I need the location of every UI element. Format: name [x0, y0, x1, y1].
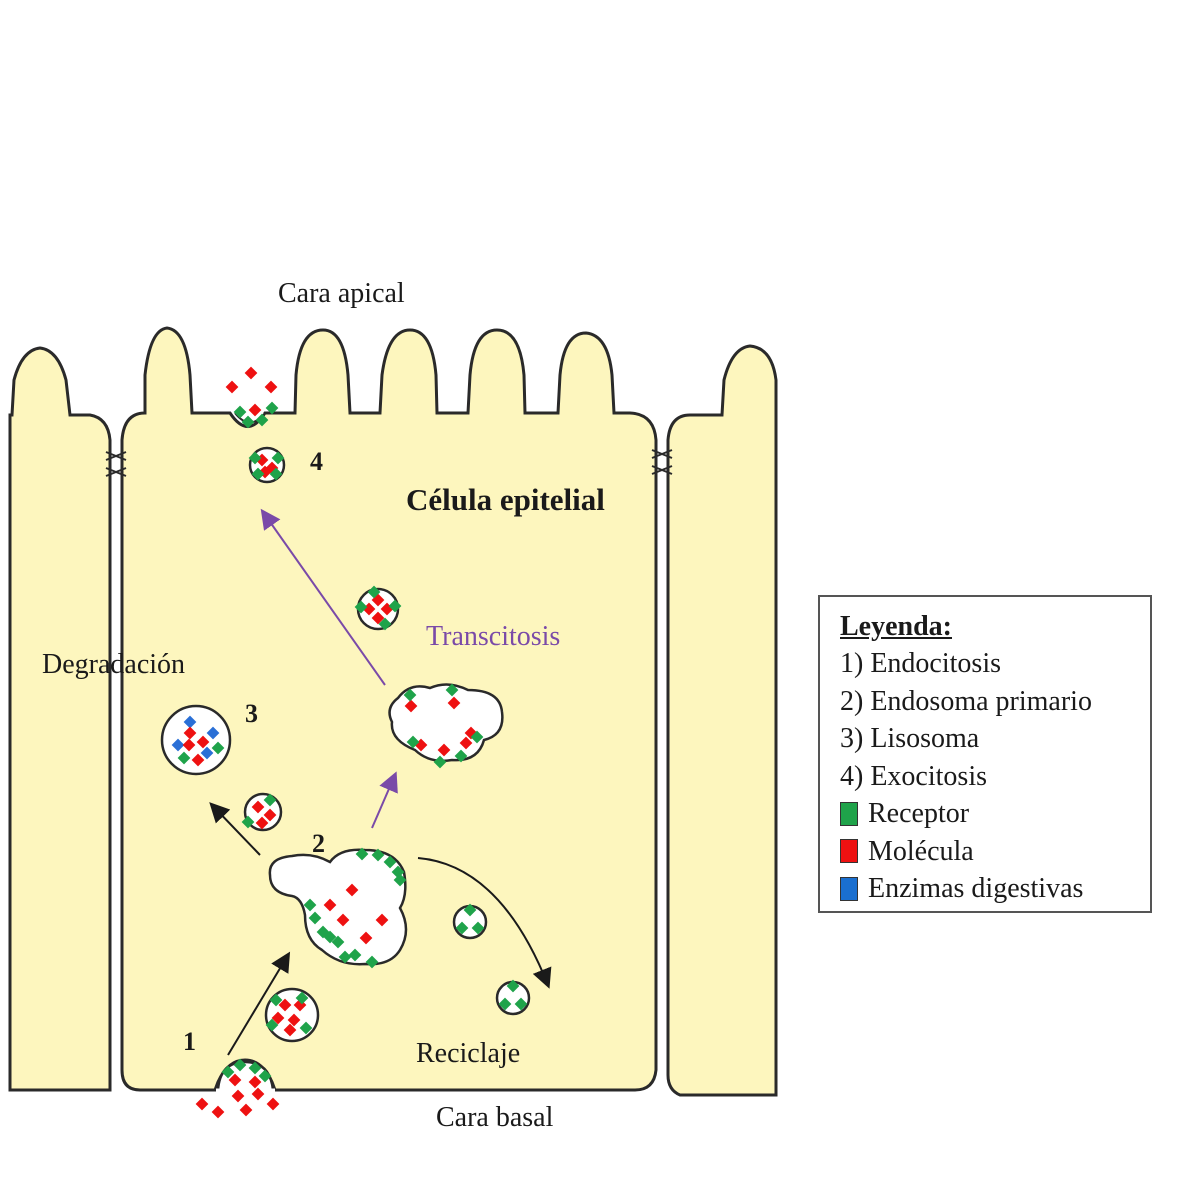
right-neighbor-cell	[666, 344, 778, 1097]
molecule-dot	[248, 403, 262, 417]
legend-label: Lisosoma	[870, 723, 980, 754]
molecule-dot	[211, 1105, 225, 1119]
recycling-arrow	[417, 857, 552, 989]
receptor-dot	[233, 405, 247, 419]
legend-swatch-item: Molécula	[840, 833, 1150, 871]
receptor-dot	[269, 467, 283, 481]
enzyme-swatch	[840, 876, 858, 901]
legend-swatch-item: Receptor	[840, 795, 1150, 833]
molecule-dot	[239, 1103, 253, 1117]
left-neighbor-cell	[8, 346, 112, 1092]
recycling-label: Reciclaje	[416, 1038, 520, 1069]
molecule-swatch	[840, 839, 858, 864]
receptor-dot	[265, 401, 279, 415]
tight-junction-right	[651, 449, 673, 475]
molecule-dot	[266, 1097, 280, 1111]
legend-item: 3) Lisosoma	[840, 720, 1150, 758]
primary-endosome	[268, 848, 408, 966]
molecule-dot	[231, 1089, 245, 1103]
degradation-arrow	[209, 802, 261, 856]
endocytosis-arrow	[227, 951, 291, 1056]
legend-label: Endocitosis	[870, 648, 1001, 679]
receptor-dot	[255, 413, 269, 427]
legend-marker: 4)	[840, 760, 864, 792]
receptor-dot	[251, 467, 265, 481]
legend-box: Leyenda: 1) Endocitosis 2) Endosoma prim…	[818, 595, 1152, 913]
legend-marker: 2)	[840, 685, 864, 717]
step-3-label: 3	[245, 699, 258, 728]
molecule-dot	[195, 1097, 209, 1111]
legend-item: 4) Exocitosis	[840, 758, 1150, 796]
molecule-dot	[244, 366, 258, 380]
legend-label: Molécula	[868, 835, 974, 867]
apical-face-label: Cara apical	[278, 278, 405, 309]
tight-junction-left	[105, 451, 127, 477]
receptor-dot	[271, 451, 285, 465]
legend-marker: 1)	[840, 648, 864, 679]
legend-label: Enzimas digestivas	[868, 873, 1084, 904]
step-1-label: 1	[183, 1027, 196, 1056]
receptor-dot	[241, 415, 255, 429]
cell-title: Célula epitelial	[406, 482, 605, 517]
transcytosis-arrow-short	[371, 771, 398, 829]
molecule-dot	[264, 380, 278, 394]
receptor-dot	[248, 451, 262, 465]
legend-swatch-item: Enzimas digestivas	[840, 870, 1150, 908]
basal-face-label: Cara basal	[436, 1102, 554, 1133]
degradation-label: Degradación	[42, 649, 185, 680]
legend-label: Exocitosis	[870, 760, 987, 792]
step-2-label: 2	[312, 829, 325, 858]
legend-marker: 3)	[840, 723, 864, 754]
legend-item: 1) Endocitosis	[840, 645, 1150, 683]
legend-title: Leyenda:	[840, 611, 952, 642]
molecule-dot	[225, 380, 239, 394]
legend-label: Receptor	[868, 798, 970, 829]
transcytosis-arrow-long	[260, 508, 386, 686]
transcytosis-label: Transcitosis	[426, 621, 560, 652]
legend-label: Endosoma primario	[870, 685, 1092, 717]
step-4-label: 4	[310, 447, 323, 476]
legend-item: 2) Endosoma primario	[840, 683, 1150, 721]
receptor-swatch	[840, 801, 858, 826]
